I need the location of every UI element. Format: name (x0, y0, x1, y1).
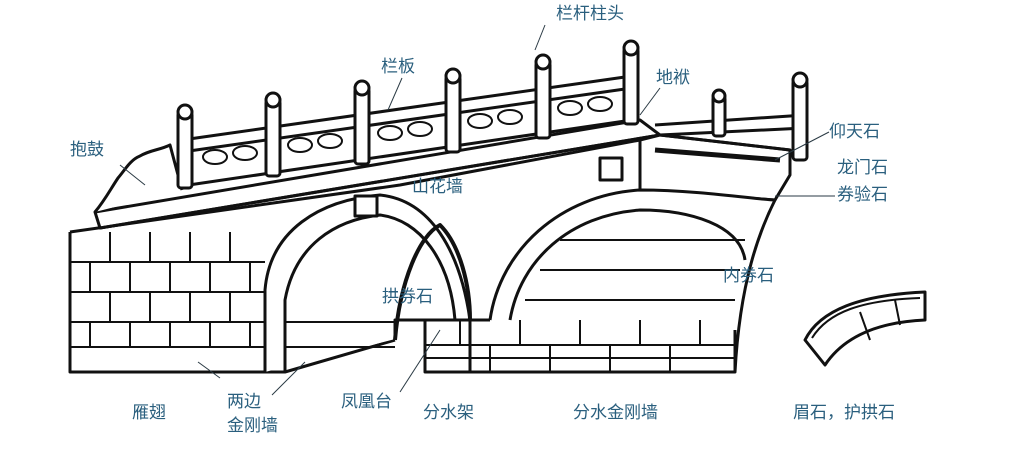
label-meishi-hugongshi: 眉石，护拱石 (793, 403, 895, 423)
label-gongquanshi: 拱券石 (382, 287, 433, 307)
label-yangtianshi: 仰天石 (829, 122, 880, 142)
label-shanhuaqiang: 山花墙 (412, 177, 463, 197)
label-lanshan-zhutou: 栏杆柱头 (556, 4, 624, 24)
label-fenghuangtai: 凤凰台 (341, 392, 392, 412)
label-diqiu: 地袱 (656, 68, 690, 88)
label-quanyanshi: 券验石 (837, 185, 888, 205)
label-baogu: 抱鼓 (70, 140, 104, 160)
label-longmenshi: 龙门石 (837, 158, 888, 178)
label-lanban: 栏板 (381, 57, 415, 77)
label-jingangqiang: 金刚墙 (227, 416, 278, 436)
label-fenshui-jingangqiang: 分水金刚墙 (573, 403, 658, 423)
label-neiquanshi: 内券石 (723, 266, 774, 286)
left-wing-wall (68, 232, 190, 374)
label-yanchi: 雁翅 (132, 403, 166, 423)
label-fenshuijia: 分水架 (423, 403, 474, 423)
label-liangbian: 两边 (227, 392, 261, 412)
